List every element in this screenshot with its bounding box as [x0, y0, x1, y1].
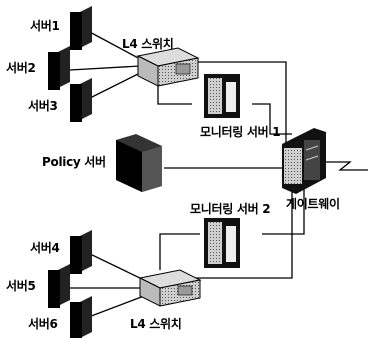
monitoring-server-2-label: 모니터링 서버 2 — [190, 202, 271, 216]
l4-switch-lower-icon — [138, 269, 202, 307]
gateway-icon — [282, 128, 326, 194]
server-3-label: 서버3 — [28, 99, 58, 113]
connection-lines — [69, 29, 368, 319]
server-3-icon — [70, 78, 92, 122]
lower-switch-label: L4 스위치 — [130, 317, 182, 331]
policy-server-label: Policy 서버 — [42, 155, 106, 169]
l4-switch-upper-icon — [136, 47, 200, 87]
server-2-label: 서버2 — [6, 61, 36, 75]
server-1-label: 서버1 — [30, 19, 60, 33]
server-5-label: 서버5 — [6, 279, 36, 293]
monitoring-server-1-label: 모니터링 서버 1 — [200, 125, 281, 139]
server-2-icon — [48, 46, 70, 90]
upper-switch-label: L4 스위치 — [122, 37, 174, 51]
server-4-label: 서버4 — [30, 241, 60, 255]
server-5-icon — [48, 264, 70, 308]
monitoring-server-1-icon — [204, 74, 240, 118]
server-6-label: 서버6 — [28, 317, 58, 331]
policy-server-icon — [116, 134, 162, 192]
monitoring-server-2-icon — [204, 218, 240, 268]
gateway-label: 게이트웨이 — [286, 197, 340, 211]
server-6-icon — [70, 296, 92, 338]
server-4-icon — [70, 230, 92, 274]
server-1-icon — [70, 6, 92, 50]
